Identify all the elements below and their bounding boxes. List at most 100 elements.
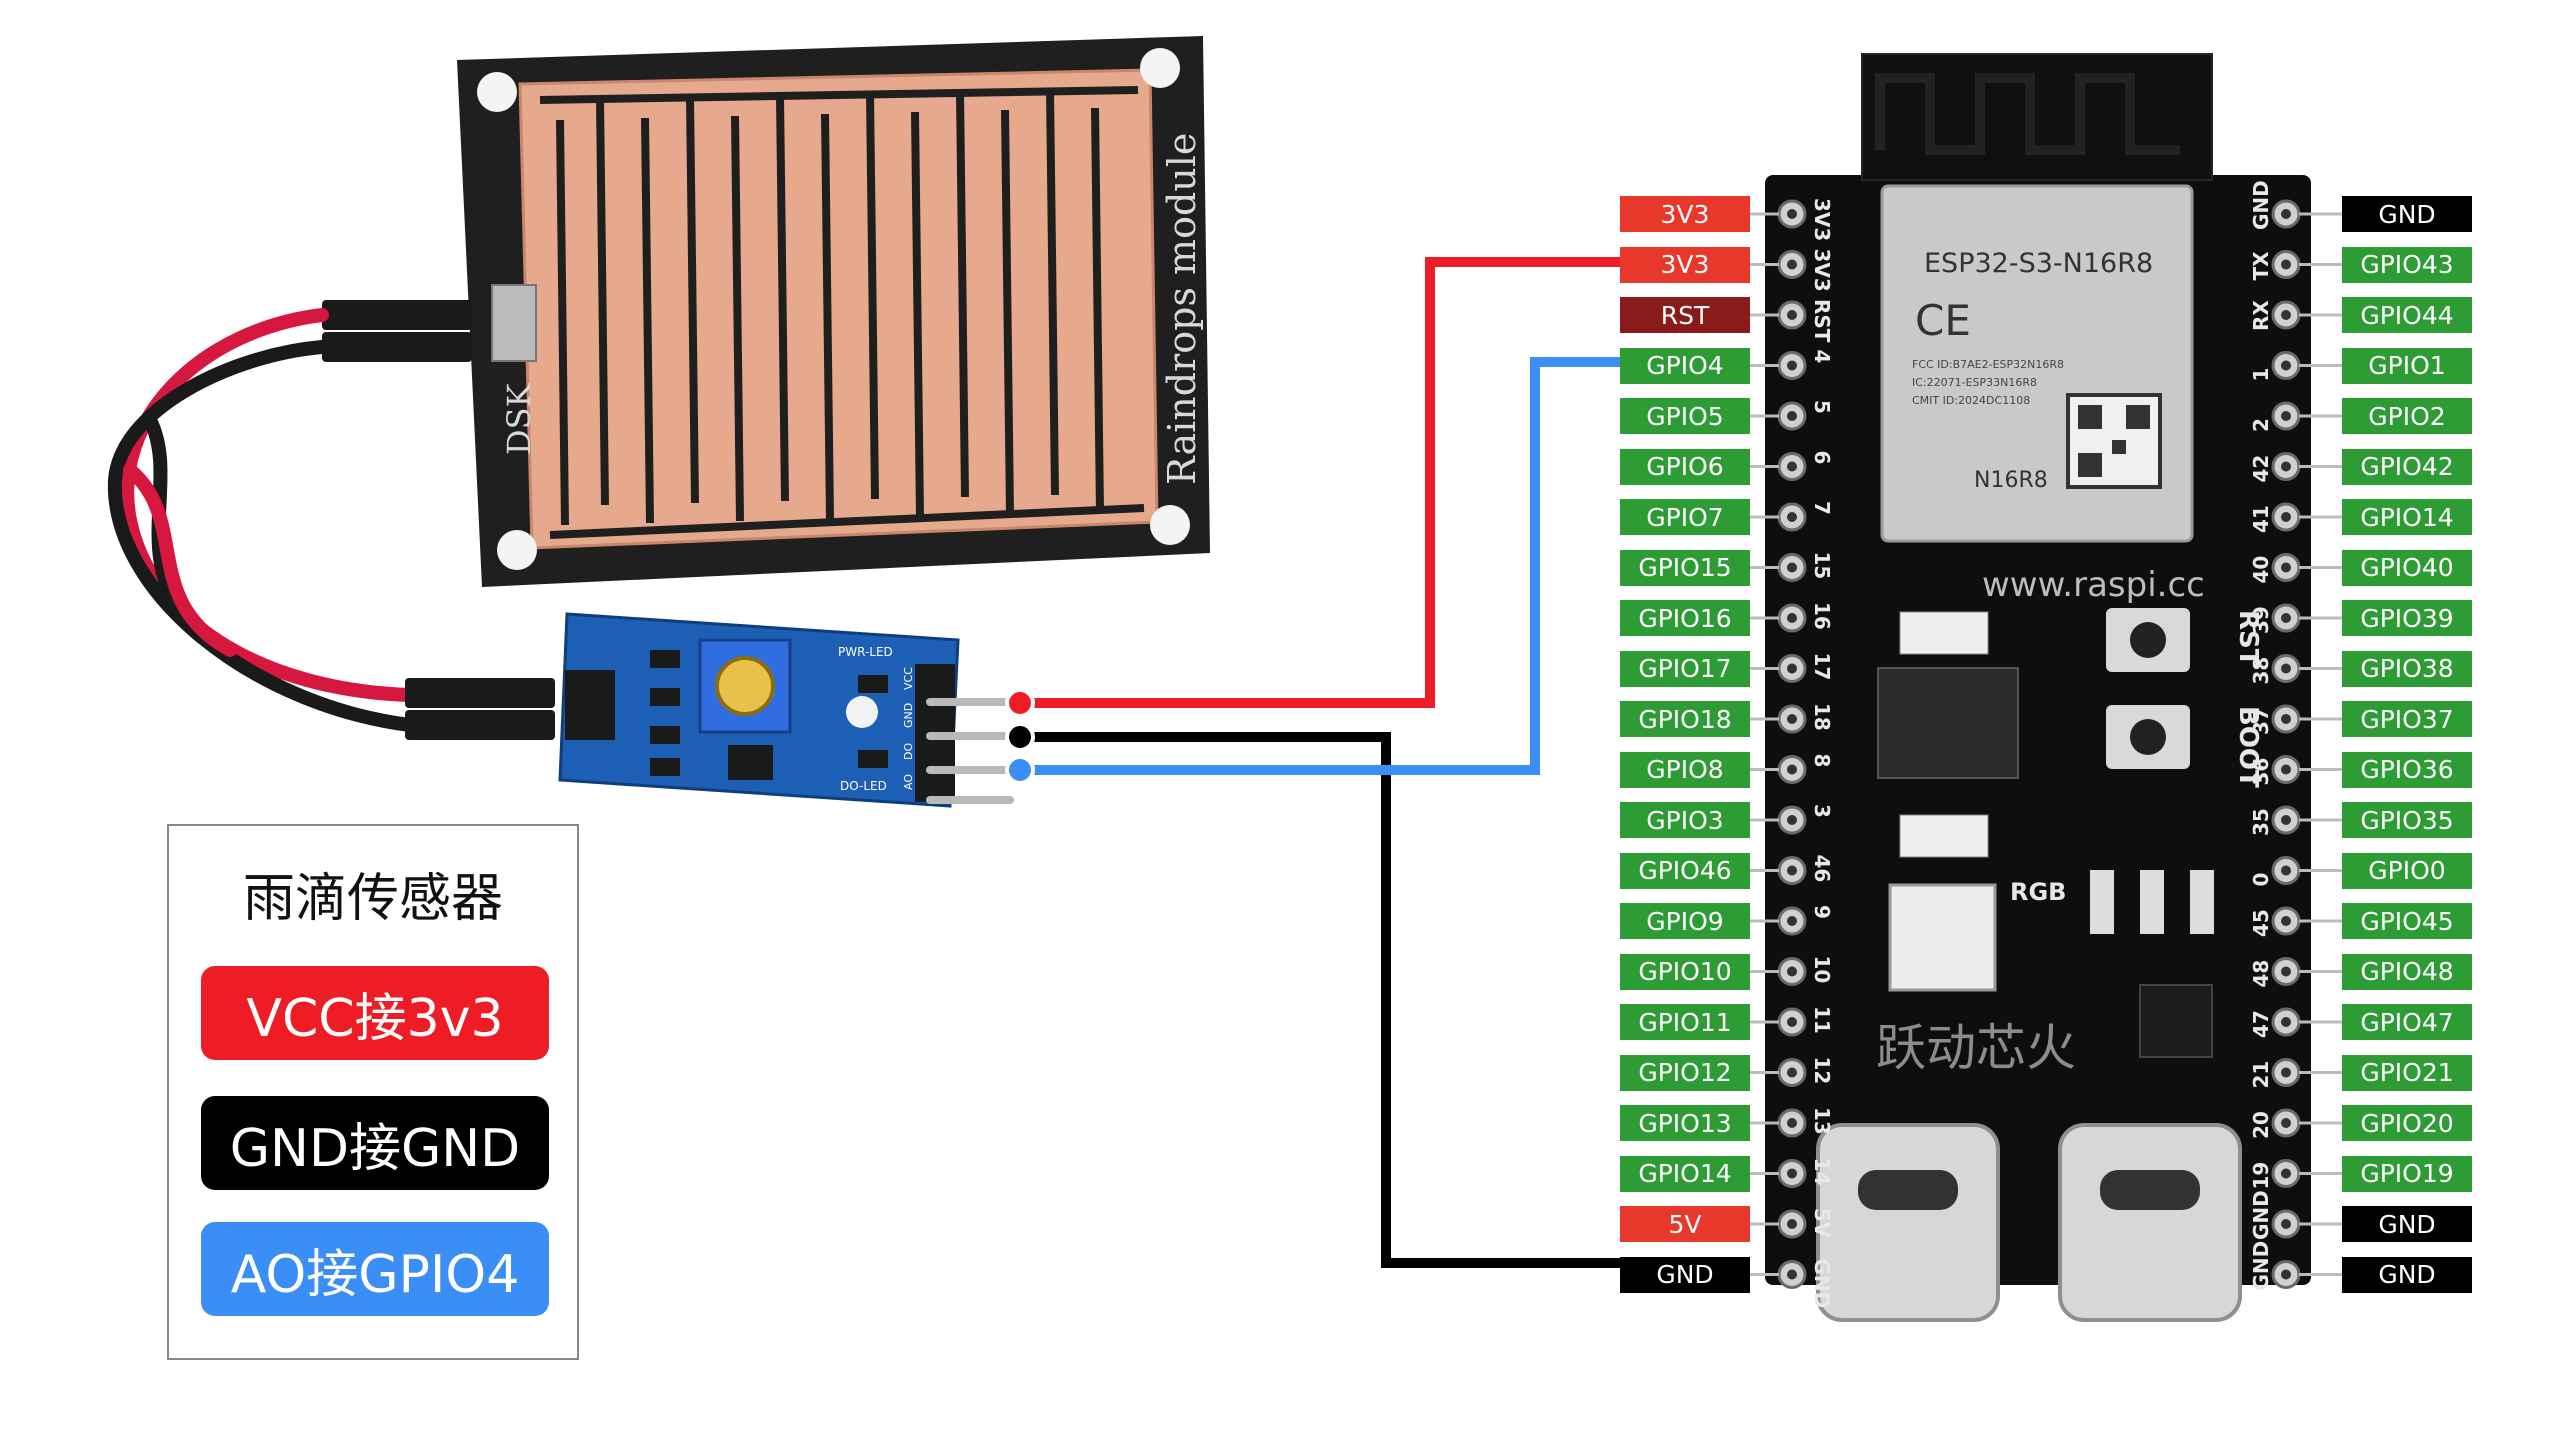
left-pin-label: GPIO4: [1620, 347, 1750, 384]
output-pins: [926, 698, 1022, 804]
right-pin-label: GPIO45: [2342, 903, 2472, 939]
comb-traces: [539, 86, 1145, 539]
header-pin-center: [1787, 916, 1797, 926]
plate-brand-text: DSK: [500, 382, 538, 455]
header-pin-center: [1787, 209, 1797, 219]
smd-part: [650, 650, 680, 668]
left-pin-label: GND: [1620, 1256, 1750, 1293]
left-pin-label: GPIO46: [1620, 852, 1750, 889]
ao-pin-label: AO: [902, 774, 915, 790]
header-pin-center: [2281, 966, 2291, 977]
right-pin-label: GPIO36: [2342, 751, 2472, 788]
header-pin-center: [1787, 714, 1797, 724]
boot-button-label: BOOT: [2233, 706, 2263, 788]
fcc-id: FCC ID:B7AE2-ESP32N16R8: [1912, 358, 2064, 371]
silk-label-left: 15: [1810, 552, 1834, 580]
header-pin-center: [1787, 1067, 1797, 1078]
smd-part: [1899, 814, 1989, 858]
silk-label-left: 7: [1810, 501, 1834, 515]
right-pin-label: GPIO47: [2342, 1004, 2472, 1040]
header-pin-center: [1787, 310, 1797, 320]
header-pin-center: [2281, 360, 2291, 371]
silk-label-left: 5V: [1810, 1208, 1834, 1238]
left-pin-label: GPIO14: [1620, 1155, 1750, 1192]
header-pin-center: [2281, 1269, 2291, 1280]
header-pin-center: [1787, 461, 1797, 472]
right-pin-label: GPIO35: [2342, 802, 2472, 838]
silk-label-right: 38: [2249, 657, 2273, 685]
silk-label-left: 10: [1810, 956, 1834, 984]
silk-label-right: 36: [2249, 758, 2273, 786]
vcc-wire: [1020, 257, 1620, 708]
silk-label-right: 42: [2249, 455, 2273, 483]
header-pin-center: [2281, 209, 2291, 219]
silk-label-right: 41: [2249, 505, 2273, 533]
header-pin-center: [2281, 512, 2291, 522]
smd-part: [650, 726, 680, 744]
silk-label-right: 20: [2249, 1111, 2273, 1139]
header-pin-center: [2281, 562, 2291, 573]
silk-label-right: 35: [2249, 808, 2273, 836]
left-pin-label: GPIO5: [1620, 398, 1750, 434]
right-pin-label: GPIO42: [2342, 448, 2472, 485]
silk-label-right: 37: [2249, 707, 2273, 735]
do-pin-label: DO: [902, 743, 915, 760]
header-pin-center: [1787, 966, 1797, 977]
left-pin-label: GPIO18: [1620, 701, 1750, 737]
silk-label-left: 14: [1810, 1158, 1834, 1186]
left-pin-label: 3V3: [1620, 246, 1750, 283]
silk-label-left: 13: [1810, 1107, 1834, 1135]
vcc-joint-dot: [1005, 688, 1035, 718]
header-pin-center: [2281, 411, 2291, 421]
esp32-s3-board: ESP32-S3-N16R8 CE FCC ID:B7AE2-ESP32N16R…: [1750, 53, 2342, 1322]
mount-hole: [477, 72, 517, 112]
left-pin-label: 3V3: [1620, 196, 1750, 232]
usb-chip: [2139, 984, 2213, 1058]
left-pin-label: RST: [1620, 297, 1750, 333]
smd-part: [858, 675, 888, 693]
silk-label-left: 3: [1810, 804, 1834, 818]
right-pin-label: GPIO39: [2342, 600, 2472, 636]
silk-label-left: 3V3: [1810, 249, 1834, 292]
header-pin-center: [2281, 461, 2291, 472]
chip-variant: N16R8: [1974, 468, 2048, 493]
left-pin-label: GPIO11: [1620, 1004, 1750, 1040]
right-pin-label: GPIO37: [2342, 701, 2472, 737]
left-pin-label: GPIO6: [1620, 448, 1750, 485]
header-pin-center: [2281, 613, 2291, 623]
left-pin-label: GPIO17: [1620, 650, 1750, 687]
left-pin-label: GPIO16: [1620, 600, 1750, 636]
silk-label-left: 8: [1810, 754, 1834, 768]
mount-hole: [1140, 48, 1180, 88]
silk-label-left: 6: [1810, 451, 1834, 465]
smd-part: [1899, 611, 1989, 655]
silk-label-left: 5: [1810, 400, 1834, 414]
silk-label-right: 39: [2249, 606, 2273, 634]
header-pin-center: [2281, 865, 2291, 876]
header-pin-center: [1787, 259, 1797, 270]
smd-part: [650, 688, 680, 706]
left-pin-label: GPIO13: [1620, 1105, 1750, 1141]
silk-label-left: RST: [1810, 299, 1834, 343]
usb-c-port: [2058, 1123, 2242, 1322]
silk-label-left: 11: [1810, 1006, 1834, 1034]
sensor-control-board: PWR-LED DO-LED VCC GND DO AO: [558, 612, 1022, 808]
potentiometer-knob: [715, 656, 775, 716]
dupont-connector: [322, 332, 472, 362]
header-pin-center: [1787, 360, 1797, 371]
regulator: [1877, 667, 2019, 779]
rgb-led: [1888, 883, 1997, 992]
usb-c-port: [1816, 1123, 2000, 1322]
smd-part: [858, 750, 888, 768]
left-pin-label: GPIO10: [1620, 953, 1750, 990]
right-pin-label: GPIO21: [2342, 1054, 2472, 1091]
silk-label-right: GND: [2249, 180, 2273, 230]
right-pin-label: GPIO14: [2342, 499, 2472, 535]
right-pin-label: GND: [2342, 196, 2472, 232]
header-pin-center: [2281, 815, 2291, 825]
mount-hole: [497, 530, 537, 570]
raindrop-sensor-plate: DSK Raindrops module: [457, 36, 1210, 587]
silk-label-right: TX: [2249, 251, 2273, 281]
